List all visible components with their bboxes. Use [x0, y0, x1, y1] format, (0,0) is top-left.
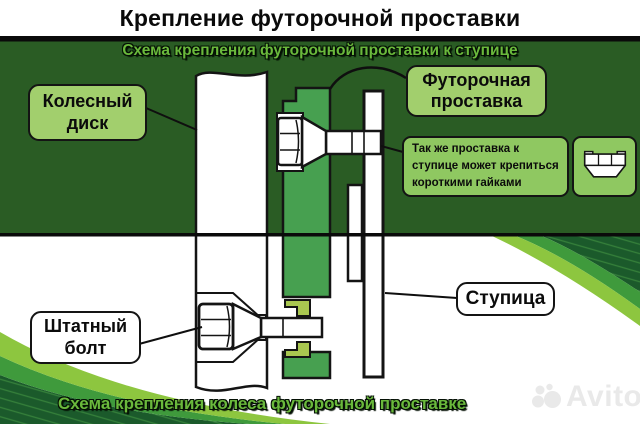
callout-spacer: Футорочная проставка [406, 65, 547, 117]
spacer-step-lower [284, 341, 311, 358]
watermark-text: Avito [566, 380, 640, 413]
upper-bolt [276, 112, 383, 172]
watermark: Avito [531, 380, 640, 414]
lug-nut-icon [583, 150, 626, 178]
leader-note [380, 145, 404, 153]
bottom-band-caption: Схема крепления колеса футорочной проста… [58, 394, 467, 413]
leader-spacer [328, 66, 407, 90]
callout-hub-text: Ступица [465, 287, 546, 309]
callout-wheel-disk: Колесный диск [28, 84, 147, 141]
leader-wheel-disk [145, 107, 198, 131]
leader-stock-bolt [138, 326, 203, 345]
spacer-step-upper [284, 299, 311, 317]
middle-divider [0, 233, 640, 237]
callout-stock-bolt-text: Штатный болт [43, 316, 128, 358]
callout-hub: Ступица [456, 282, 555, 316]
right-swoosh [492, 236, 640, 326]
disk-recess-outline [196, 292, 262, 363]
callout-note-text: Так же проставка к ступице может крепить… [412, 143, 559, 189]
avito-circles-icon [532, 383, 561, 408]
nut-icon-box [572, 136, 637, 197]
leader-lines [138, 66, 458, 345]
leader-hub [384, 292, 458, 299]
page-title: Крепление футорочной проставки [119, 5, 521, 31]
lower-bolt [197, 301, 324, 351]
top-divider [0, 36, 640, 42]
callout-stock-bolt: Штатный болт [30, 311, 141, 364]
callout-note: Так же проставка к ступице может крепить… [402, 136, 569, 197]
callout-spacer-text: Футорочная проставка [422, 69, 531, 111]
callout-wheel-disk-text: Колесный диск [42, 91, 133, 133]
top-band-caption: Схема крепления футорочной проставки к с… [122, 42, 518, 59]
bottom-left-swoosh [0, 332, 330, 424]
